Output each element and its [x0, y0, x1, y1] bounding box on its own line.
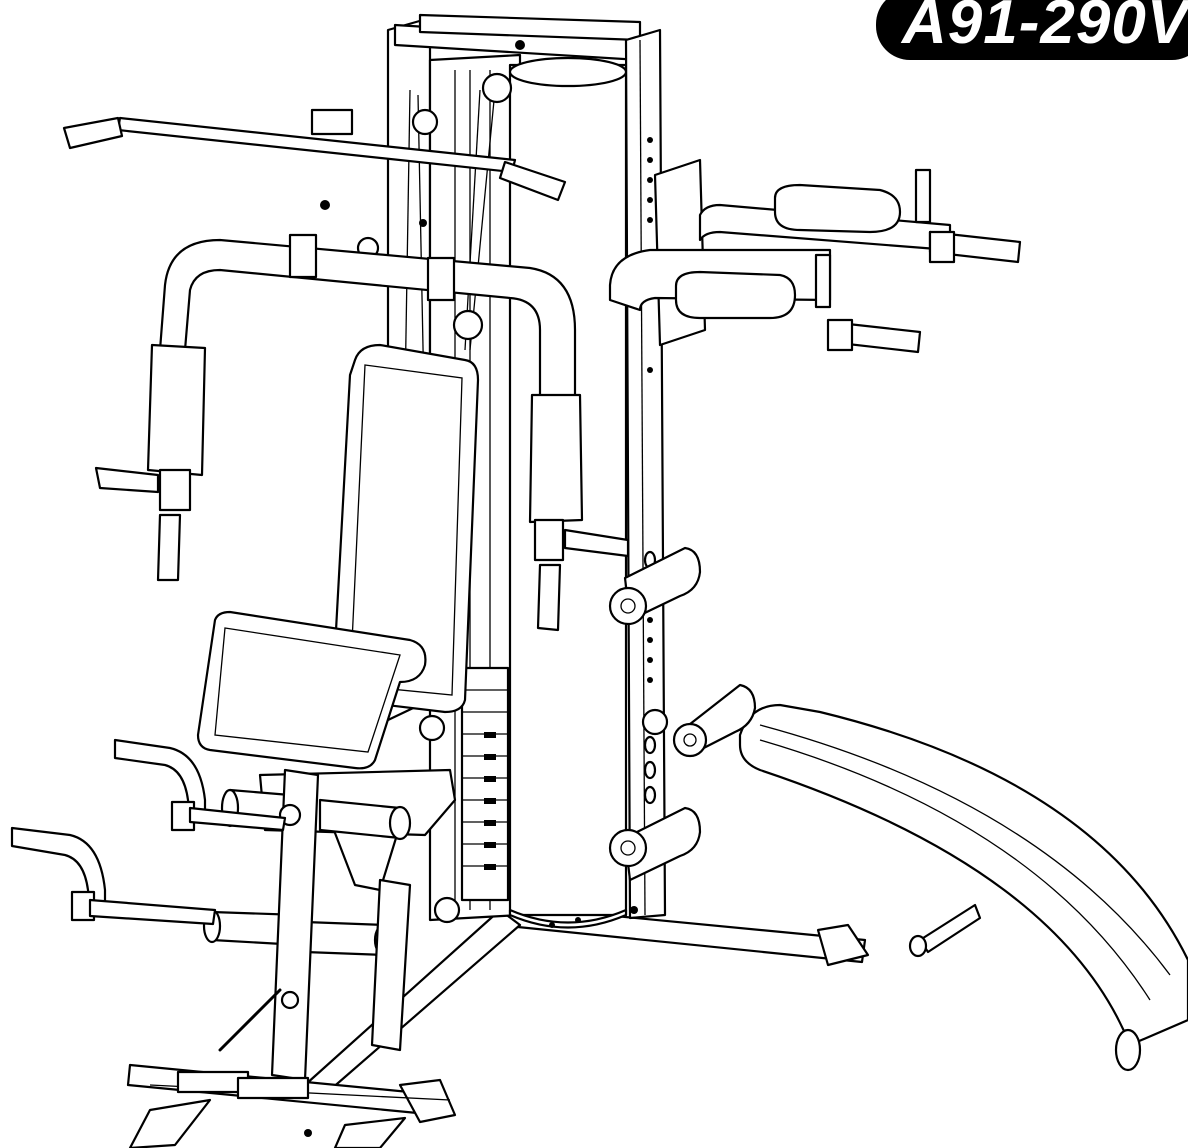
low-row-handles — [10, 738, 287, 926]
fasteners — [304, 40, 638, 1137]
model-badge-background — [876, 0, 1188, 60]
chain-and-ankle-bar — [149, 988, 451, 1101]
model-number-badge: A91-290V — [902, 0, 1188, 57]
right-upright — [624, 28, 667, 920]
chest-press-arms — [94, 233, 630, 632]
dip-station — [608, 158, 1022, 354]
lat-pulldown-bar — [62, 108, 567, 202]
preacher-curl-pad — [196, 610, 427, 770]
foam-rollers — [608, 546, 757, 882]
weight-stack — [460, 666, 510, 902]
situp-bench — [738, 703, 1188, 1072]
